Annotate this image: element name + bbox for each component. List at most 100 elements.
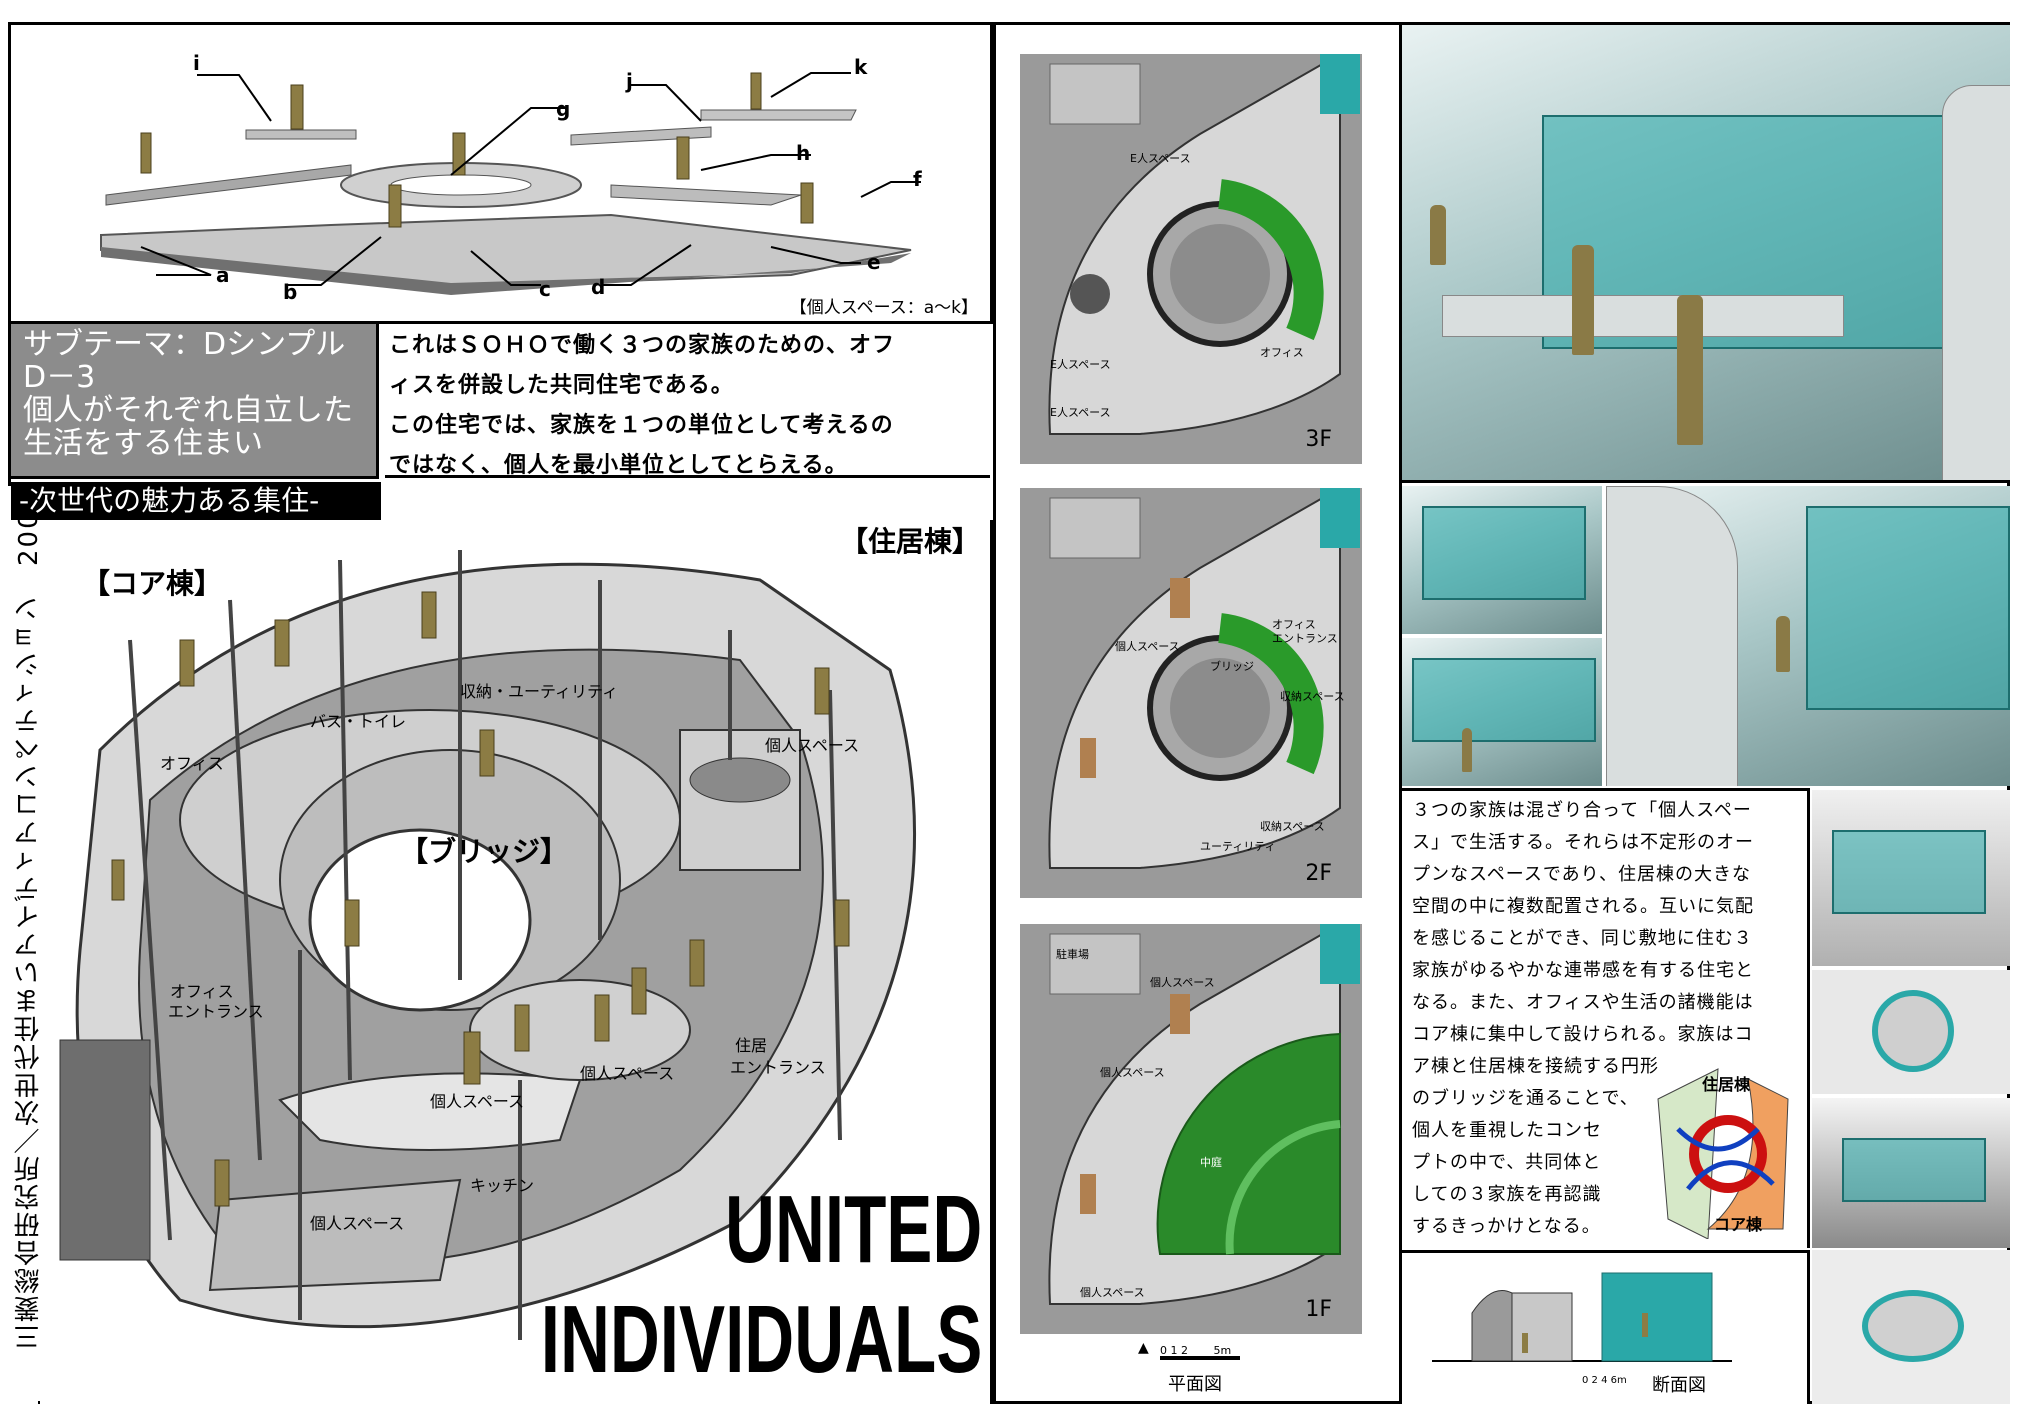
- room-kitchen: キッチン: [470, 1176, 535, 1195]
- room-personal-1: 個人スペース: [765, 736, 860, 755]
- subtheme-line3: 個人がそれぞれ自立した: [23, 393, 353, 428]
- desc-line-12: プトの中で、共同体と: [1412, 1152, 1602, 1173]
- section-caption: 断面図: [1652, 1375, 1706, 1396]
- render-interior-2: [1606, 486, 2010, 786]
- next-gen-banner: -次世代の魅力ある集住-: [11, 482, 381, 520]
- subtheme-line2: D－3: [23, 360, 96, 395]
- desc-line-7: なる。また、オフィスや生活の諸機能は: [1412, 992, 1754, 1013]
- plan-3f-drawing: [1048, 54, 1360, 435]
- vertical-title: 三菱総合研究所／次世代住まいアイディアコンペティション 2003: [8, 486, 44, 1404]
- title-individuals: INDIVIDUALS: [540, 1286, 982, 1393]
- housing-label: 【住居棟】: [840, 525, 981, 558]
- plan-3f: E人スペース オフィス E人スペース E人スペース 3F: [1020, 54, 1362, 464]
- intro-line1: これはＳＯＨＯで働く３つの家族のための、オフ: [389, 333, 896, 358]
- desc-line-3: プンなスペースであり、住居棟の大きな: [1412, 864, 1751, 885]
- diagram-label-a: a: [216, 263, 230, 287]
- divider-renders: [1399, 22, 1402, 1404]
- plan-2f: ブリッジ 個人スペース オフィス エントランス 収納スペース ユーティリティ 収…: [1020, 488, 1362, 898]
- isometric-panel: 【コア棟】 【住居棟】 【ブリッジ】 オフィス バス・トイレ 収納・ユーティリテ…: [40, 520, 993, 1404]
- plan2-label-2: 個人スペース: [1115, 640, 1180, 653]
- description-panel: ３つの家族は混ざり合って「個人スペー ス」で生活する。それらは不定形のオー プン…: [1402, 788, 1810, 1248]
- render-exterior-1: [1812, 790, 2010, 966]
- desc-line-2: ス」で生活する。それらは不定形のオー: [1412, 832, 1754, 853]
- desc-line-4: 空間の中に複数配置される。互いに気配: [1412, 896, 1754, 917]
- concept-diagram: [1657, 1068, 1789, 1239]
- diagram-label-i: i: [193, 51, 200, 75]
- plan1-label-2: 個人スペース: [1150, 976, 1215, 989]
- plan-1f-drawing: [1048, 924, 1360, 1305]
- bridge-label: 【ブリッジ】: [400, 835, 569, 868]
- section-scale-text: 0 2 4 6m: [1582, 1375, 1627, 1386]
- plan2-label-3: オフィス: [1272, 618, 1316, 631]
- room-personal-2: 個人スペース: [580, 1064, 675, 1083]
- plan2-floor-label: 2F: [1305, 861, 1332, 886]
- desc-line-14: するきっかけとなる。: [1412, 1216, 1601, 1237]
- room-housing-entrance-2: エントランス: [730, 1058, 826, 1077]
- intro-line4: ではなく、個人を最小単位としてとらえる。: [389, 453, 848, 478]
- plan3-label-4: E人スペース: [1050, 406, 1111, 419]
- render-interior-main: [1402, 25, 2010, 483]
- subtheme-line1: サブテーマ：Dシンプル: [23, 327, 346, 362]
- plans-scale-bar: [1160, 1356, 1240, 1360]
- concept-label-core: コア棟: [1714, 1215, 1763, 1234]
- plan1-label-1: 駐車場: [1056, 948, 1089, 961]
- room-office: オフィス: [160, 754, 224, 773]
- plan2-label-7: 収納スペース: [1260, 820, 1325, 833]
- plan3-label-3: E人スペース: [1050, 358, 1111, 371]
- room-storage: 収納・ユーティリティ: [460, 682, 619, 701]
- intro-line2: ィスを併設した共同住宅である。: [389, 373, 734, 398]
- render-exterior-2: [1812, 1098, 2010, 1248]
- diagram-label-k: k: [854, 55, 868, 79]
- room-personal-4: 個人スペース: [310, 1214, 405, 1233]
- plan1-label-3: 個人スペース: [1100, 1066, 1165, 1079]
- exploded-diagram: [100, 72, 921, 295]
- desc-line-11: 個人を重視したコンセ: [1412, 1120, 1602, 1141]
- render-small-2: [1402, 638, 1602, 786]
- room-office-entrance-1: オフィス: [170, 982, 234, 1001]
- diagram-label-b: b: [283, 280, 298, 304]
- title-united: UNITED: [724, 1176, 982, 1283]
- diagram-caption: 【個人スペース：a〜k】: [789, 298, 978, 318]
- vertical-title-text: 三菱総合研究所／次世代住まいアイディアコンペティション 2003: [14, 492, 44, 1351]
- plan-1f: 駐車場 個人スペース 個人スペース 中庭 個人スペース 1F: [1020, 924, 1362, 1334]
- subtheme-line4: 生活をする住まい: [23, 426, 263, 461]
- render-small-1: [1402, 486, 1602, 634]
- plan3-floor-label: 3F: [1305, 427, 1332, 452]
- desc-line-6: 家族がゆるやかな連帯感を有する住宅と: [1412, 960, 1754, 981]
- plans-north-arrow: ▲: [1138, 1340, 1149, 1356]
- section-drawing: [1432, 1272, 1732, 1362]
- diagram-label-d: d: [591, 275, 606, 299]
- section-panel: 0 2 4 6m 断面図: [1402, 1250, 1810, 1404]
- plan-2f-drawing: [1048, 488, 1360, 869]
- desc-line-9: ア棟と住居棟を接続する円形: [1412, 1056, 1659, 1077]
- diagram-label-f: f: [913, 167, 922, 191]
- isometric-drawing: [59, 550, 917, 1340]
- room-housing-entrance-1: 住居: [735, 1036, 768, 1055]
- core-label: 【コア棟】: [82, 567, 223, 600]
- diagram-label-c: c: [539, 277, 551, 301]
- desc-line-10: のブリッジを通ることで、: [1412, 1088, 1639, 1109]
- desc-line-1: ３つの家族は混ざり合って「個人スペー: [1412, 800, 1752, 821]
- room-bath: バス・トイレ: [310, 712, 407, 731]
- render-aerial-2: [1812, 1250, 2010, 1404]
- plan2-label-6: ユーティリティ: [1200, 840, 1276, 853]
- plans-scale-text: 0 1 2 5m: [1160, 1344, 1232, 1357]
- room-personal-3: 個人スペース: [430, 1092, 525, 1111]
- room-office-entrance-2: エントランス: [168, 1002, 264, 1021]
- divider-plans: [993, 22, 996, 1404]
- plan1-label-4: 中庭: [1200, 1156, 1222, 1169]
- plan2-label-5: 収納スペース: [1280, 690, 1345, 703]
- exploded-diagram-panel: i g j k h f a b c d e 【個人スペース：a〜k】: [8, 22, 993, 324]
- diagram-label-g: g: [556, 97, 571, 121]
- intro-text: これはＳＯＨＯで働く３つの家族のための、オフ ィスを併設した共同住宅である。 こ…: [385, 326, 990, 478]
- intro-line3: この住宅では、家族を１つの単位として考えるの: [389, 413, 894, 438]
- diagram-label-e: e: [867, 250, 881, 274]
- concept-label-housing: 住居棟: [1702, 1075, 1751, 1094]
- desc-line-8: コア棟に集中して設けられる。家族はコ: [1412, 1024, 1754, 1045]
- desc-line-13: しての３家族を再認識: [1412, 1184, 1602, 1205]
- subtheme-box: サブテーマ：Dシンプル D－3 個人がそれぞれ自立した 生活をする住まい: [11, 324, 379, 479]
- plan2-label-1: ブリッジ: [1210, 660, 1254, 673]
- diagram-label-j: j: [626, 69, 633, 93]
- plan3-label-2: オフィス: [1260, 346, 1304, 359]
- plans-caption: 平面図: [1168, 1374, 1222, 1395]
